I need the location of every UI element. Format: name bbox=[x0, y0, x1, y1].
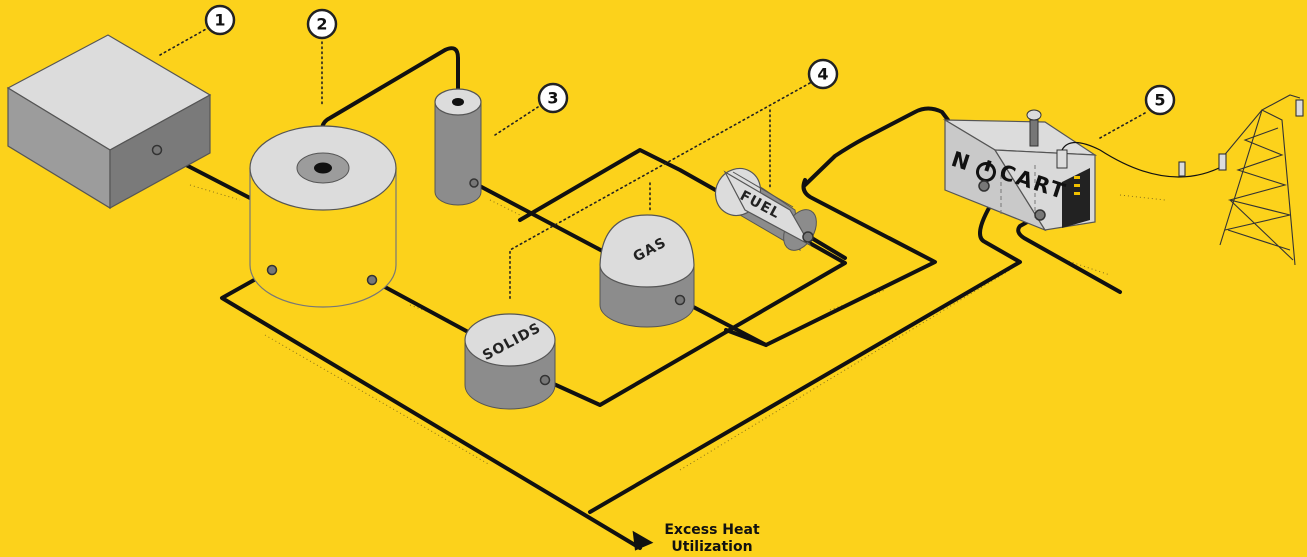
solids-tank: SOLIDS bbox=[464, 313, 556, 410]
pipe-gas-to-fuel bbox=[678, 298, 768, 347]
pipe-fuel-loop bbox=[808, 235, 847, 260]
excess-heat-caption-1: Excess Heat bbox=[664, 522, 760, 538]
callout-3: 3 bbox=[537, 82, 569, 114]
callout-2: 2 bbox=[306, 8, 338, 40]
excess-heat-caption-2: Utilization bbox=[671, 539, 752, 555]
svg-text:4: 4 bbox=[817, 65, 828, 84]
svg-text:5: 5 bbox=[1154, 91, 1165, 110]
callout-5: 5 bbox=[1144, 84, 1176, 116]
pipe-nocart-feed bbox=[724, 178, 937, 347]
pipe-nocart-out bbox=[1016, 213, 1122, 294]
pipe-digester-to-solids bbox=[370, 278, 472, 335]
callout-1: 1 bbox=[204, 4, 236, 36]
arrow-down-icon bbox=[632, 530, 654, 551]
nocart-generator: N CART bbox=[942, 109, 1226, 232]
svg-text:2: 2 bbox=[316, 15, 327, 34]
scrubber-column bbox=[434, 88, 482, 206]
callout-leaders bbox=[159, 27, 1146, 301]
fuel-tank: FUEL bbox=[714, 167, 817, 251]
power-icon bbox=[976, 159, 996, 182]
pipe-column-to-gas bbox=[472, 181, 612, 257]
flow-guides bbox=[189, 184, 1166, 471]
digester-tank bbox=[249, 125, 397, 308]
feedstock-box bbox=[6, 34, 212, 210]
gas-tank: GAS bbox=[599, 214, 695, 328]
excess-heat-output: Excess Heat Utilization bbox=[632, 522, 760, 555]
power-tower bbox=[1178, 94, 1304, 266]
callout-4: 4 bbox=[807, 58, 839, 90]
pipe-nocart-loop bbox=[803, 106, 950, 187]
svg-text:3: 3 bbox=[547, 89, 558, 108]
svg-text:1: 1 bbox=[214, 11, 225, 30]
